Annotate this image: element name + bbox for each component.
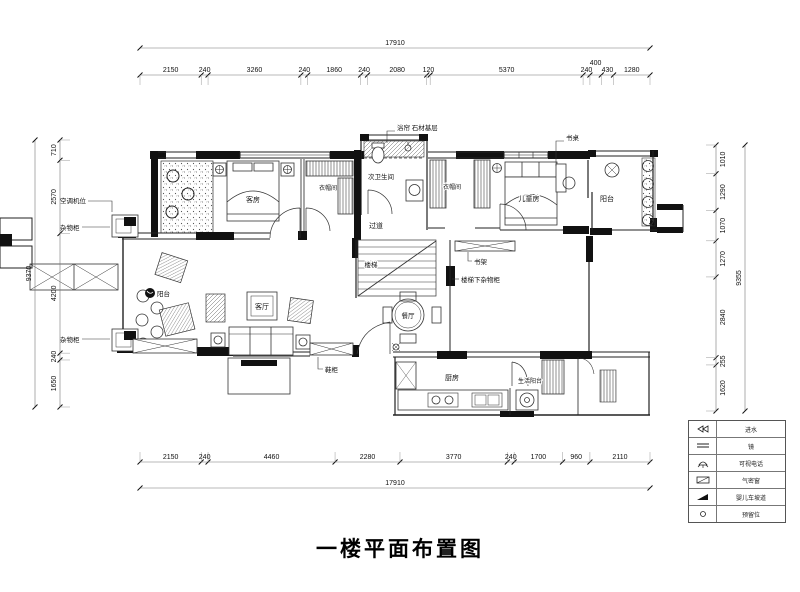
svg-text:9370: 9370 xyxy=(26,266,33,282)
svg-text:3260: 3260 xyxy=(247,67,263,74)
svg-text:240: 240 xyxy=(199,67,211,74)
annotation-storage-bottom: 杂物柜 xyxy=(60,335,80,344)
valve-icon xyxy=(689,421,717,437)
svg-text:9355: 9355 xyxy=(736,270,743,286)
svg-text:240: 240 xyxy=(199,454,211,461)
furniture xyxy=(29,140,656,411)
legend-row: 气密窗 xyxy=(689,472,785,489)
legend-label: 进水 xyxy=(744,427,757,434)
legend-row: 预留位 xyxy=(689,506,785,522)
legend-label: 婴儿车坡道 xyxy=(735,495,766,502)
room-label-kitchen: 厨房 xyxy=(445,373,459,382)
room-label-dining: 餐厅 xyxy=(402,311,416,320)
annotation-labels: 浴帘 石材基层 书桌 书架 楼梯下杂物柜 鞋柜 空调机位 杂物柜 杂物柜 xyxy=(59,122,581,375)
room-label-cloakroom2: 衣帽间 xyxy=(443,183,461,191)
room-label-living: 客厅 xyxy=(255,302,269,311)
svg-text:1620: 1620 xyxy=(720,380,727,396)
svg-text:4200: 4200 xyxy=(51,285,58,301)
svg-text:17910: 17910 xyxy=(385,480,405,487)
svg-text:2570: 2570 xyxy=(51,189,58,205)
walls xyxy=(0,134,684,417)
svg-text:2080: 2080 xyxy=(389,67,405,74)
svg-text:1270: 1270 xyxy=(720,251,727,267)
svg-text:960: 960 xyxy=(570,454,582,461)
mirror-icon xyxy=(689,438,717,454)
svg-text:240: 240 xyxy=(505,454,517,461)
annotation-desk: 书桌 xyxy=(566,133,580,142)
svg-text:2150: 2150 xyxy=(163,454,179,461)
window-icon xyxy=(689,472,717,488)
svg-text:255: 255 xyxy=(720,355,727,367)
room-labels: 客房 衣帽间 次卫生间 过道 衣帽间 儿童房 阳台 楼梯 客厅 餐厅 厨房 生活… xyxy=(145,171,615,386)
annotation-storage-top: 杂物柜 xyxy=(60,223,80,232)
legend-table: 进水 镜 可视电话 气密窗 婴儿车坡道 预留位 xyxy=(688,420,786,523)
svg-text:2280: 2280 xyxy=(360,454,376,461)
circle-icon xyxy=(689,506,717,522)
lamp-icon xyxy=(689,455,717,471)
svg-text:2110: 2110 xyxy=(612,454,627,461)
dimension-lines: 17910 2150 240 3260 240 1860 240 2080 120 5370 240… xyxy=(26,40,748,491)
annotation-ac-position: 空调机位 xyxy=(60,196,87,205)
svg-text:710: 710 xyxy=(51,144,58,156)
svg-text:430: 430 xyxy=(602,67,614,74)
svg-text:1010: 1010 xyxy=(720,151,727,167)
legend-row: 婴儿车坡道 xyxy=(689,489,785,506)
legend-row: 镜 xyxy=(689,438,785,455)
annotation-shoe-cabinet: 鞋柜 xyxy=(325,365,339,374)
room-label-corridor: 过道 xyxy=(369,221,383,230)
room-label-cloakroom1: 衣帽间 xyxy=(319,184,337,192)
room-label-kids: 儿童房 xyxy=(519,194,540,203)
room-label-bathroom2: 次卫生间 xyxy=(368,172,394,181)
wedge-icon xyxy=(689,489,717,505)
annotation-under-stair-cabinet: 楼梯下杂物柜 xyxy=(461,275,501,284)
svg-text:1070: 1070 xyxy=(720,218,727,234)
leader-lines xyxy=(82,130,564,370)
svg-text:17910: 17910 xyxy=(385,40,405,47)
room-label-balcony-left: 阳台 xyxy=(157,289,170,298)
svg-text:120: 120 xyxy=(423,67,435,74)
svg-text:5370: 5370 xyxy=(499,67,515,74)
legend-label: 气密窗 xyxy=(741,478,760,485)
room-label-balcony-right: 阳台 xyxy=(600,194,614,203)
svg-text:240: 240 xyxy=(581,67,593,74)
svg-text:2840: 2840 xyxy=(720,309,727,325)
legend-row: 可视电话 xyxy=(689,455,785,472)
room-label-guest: 客房 xyxy=(246,195,260,204)
legend-label: 可视电话 xyxy=(738,461,763,468)
svg-text:2150: 2150 xyxy=(163,67,179,74)
svg-text:3770: 3770 xyxy=(446,454,462,461)
svg-text:1290: 1290 xyxy=(720,184,727,200)
svg-text:400: 400 xyxy=(590,60,602,67)
room-label-stairs: 楼梯 xyxy=(365,260,379,269)
svg-text:1280: 1280 xyxy=(624,67,640,74)
legend-row: 进水 xyxy=(689,421,785,438)
svg-text:1860: 1860 xyxy=(326,67,342,74)
drawing-title: 一楼平面布置图 xyxy=(316,538,484,561)
svg-text:240: 240 xyxy=(358,67,370,74)
annotation-shower: 浴帘 石材基层 xyxy=(397,123,438,132)
svg-text:1700: 1700 xyxy=(531,454,547,461)
annotation-bookshelf: 书架 xyxy=(474,257,488,266)
svg-text:4460: 4460 xyxy=(264,454,280,461)
svg-text:240: 240 xyxy=(51,351,58,363)
svg-text:1650: 1650 xyxy=(51,376,58,392)
legend-label: 预留位 xyxy=(741,512,760,519)
room-label-service-balcony: 生活阳台 xyxy=(518,377,542,385)
svg-text:240: 240 xyxy=(298,67,310,74)
legend-label: 镜 xyxy=(747,444,754,451)
